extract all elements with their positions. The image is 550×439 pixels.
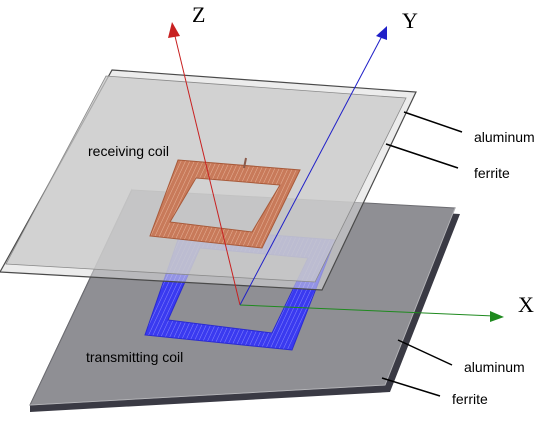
z-axis — [173, 31, 241, 306]
lower-aluminum-leader — [397, 339, 453, 366]
receiving-coil-label: receiving coil — [88, 143, 169, 159]
z-axis-label: Z — [192, 2, 205, 27]
lower-plate-edge-highlight — [29, 207, 456, 406]
lower-ferrite-label: ferrite — [452, 391, 488, 407]
x-axis — [239, 304, 495, 317]
y-axis-arrowhead — [376, 26, 387, 40]
upper-aluminum-label: aluminum — [474, 129, 535, 145]
upper-aluminum-leader — [403, 111, 463, 133]
z-axis-arrowhead — [168, 22, 180, 38]
receiving-coil — [149, 159, 301, 249]
upper-ferrite-leader — [385, 143, 459, 169]
x-axis-label: X — [518, 292, 534, 317]
y-axis-label: Y — [402, 8, 418, 33]
lower-aluminum-label: aluminum — [464, 359, 525, 375]
x-axis-arrowhead — [490, 311, 504, 322]
upper-ferrite-label: ferrite — [474, 165, 510, 181]
y-axis — [239, 35, 383, 306]
transmitting-coil-label: transmitting coil — [86, 349, 183, 365]
lower-ferrite-leader — [381, 377, 441, 397]
receiving-coil-lead — [243, 157, 247, 169]
